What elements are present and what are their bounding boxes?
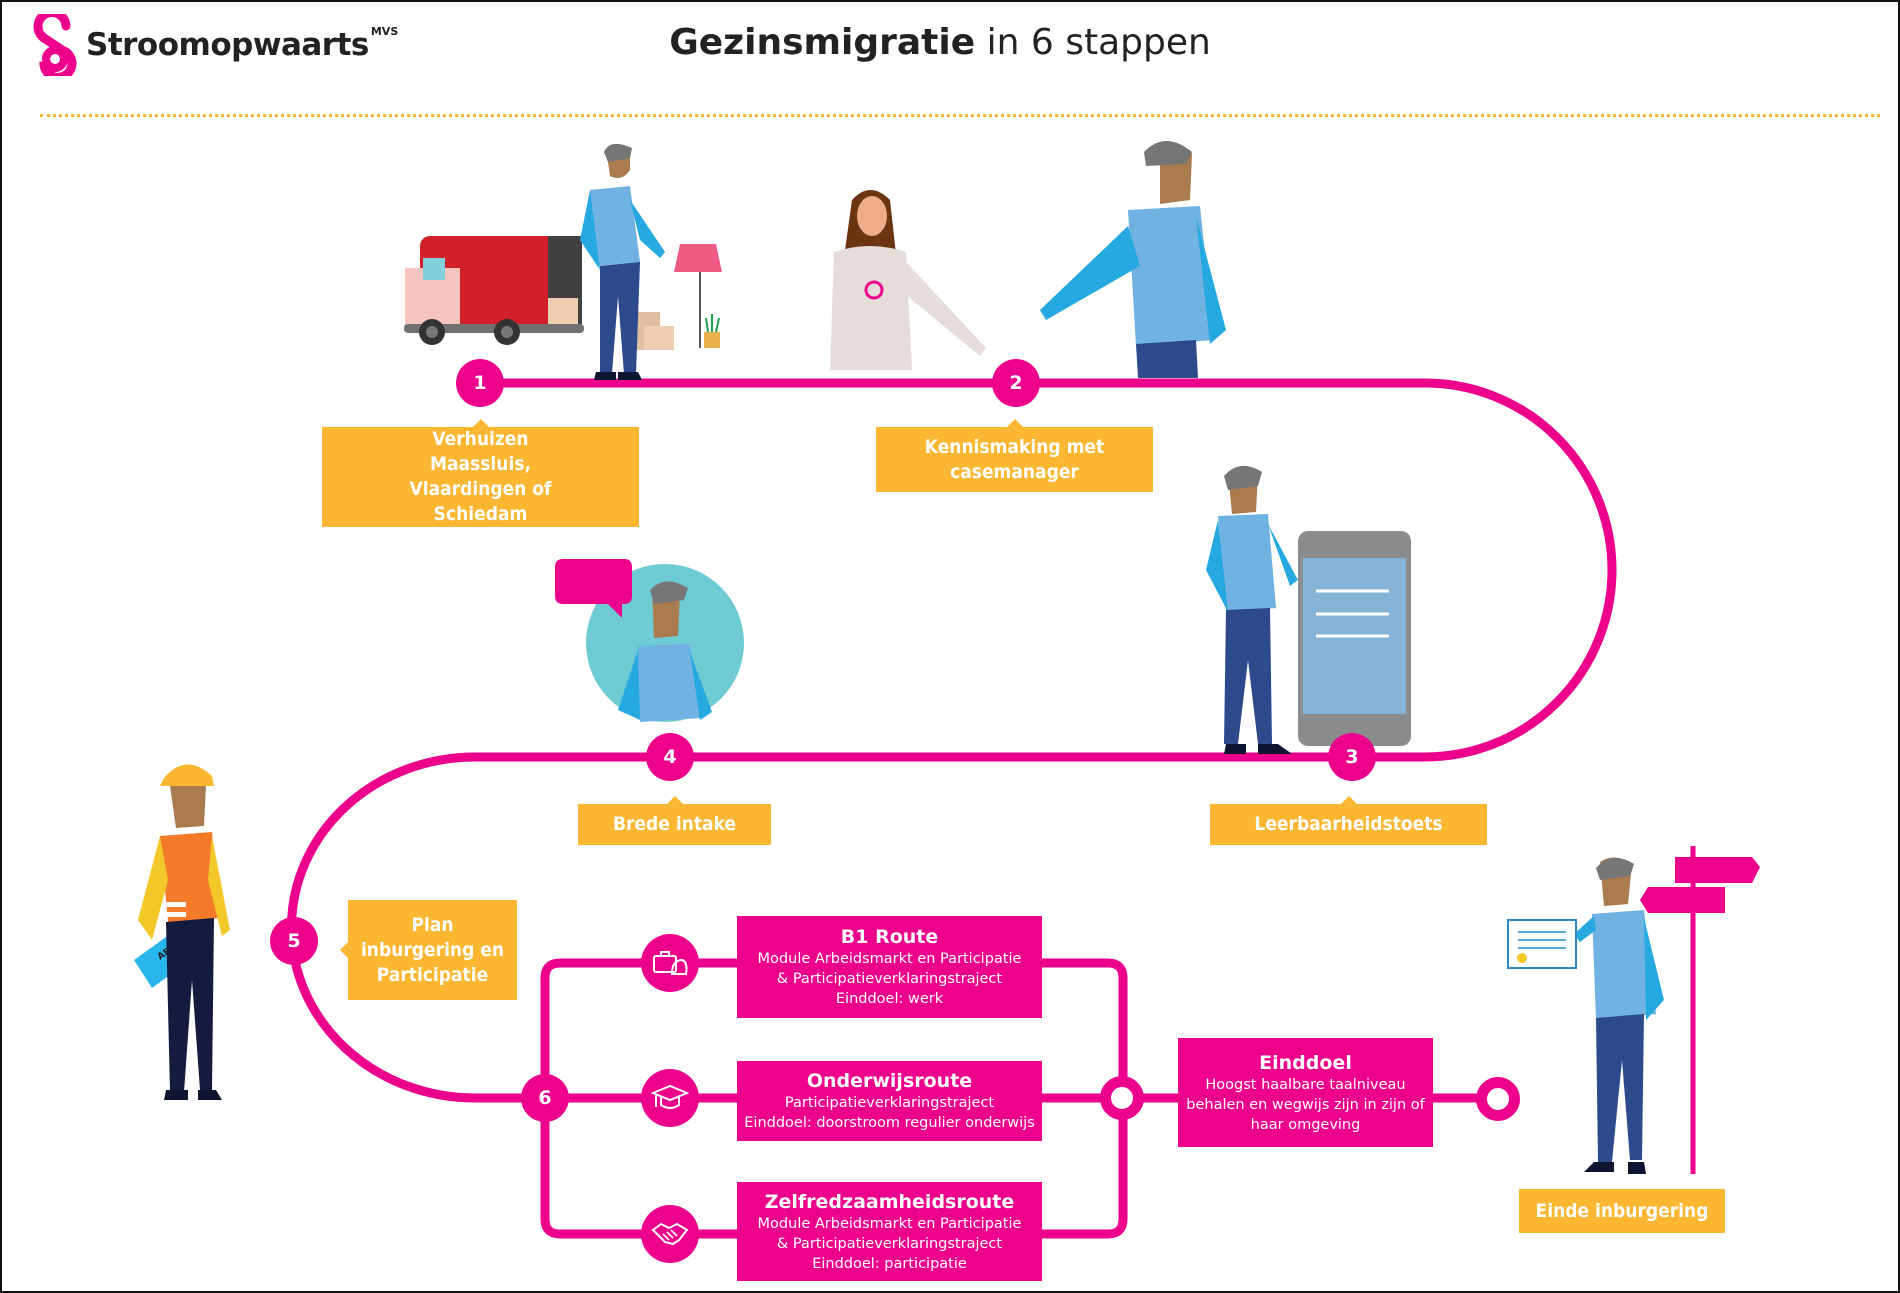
title-rest: in 6 stappen [975,22,1211,63]
junction-ring [1100,1076,1144,1120]
brand-logo: Stroomopwaarts MVS [32,14,398,76]
handshake-people-illustration [830,141,1226,378]
step-3-label: Leerbaarheidstoets [1210,796,1487,845]
step-2-marker: 2 [992,359,1040,407]
construction-worker-illustration: ABC [134,764,230,1100]
step-5-label: Plan inburgering en Participatie [340,900,517,1000]
brand-superscript: MVS [370,24,399,38]
route-goal: Einddoel: doorstroom regulier onderwijs [744,1115,1035,1131]
end-ring [1476,1077,1520,1121]
einddoel-title: Einddoel [1259,1051,1352,1074]
step-2-label: Kennismaking met casemanager [876,419,1153,492]
graduation-cap-icon [641,1069,699,1127]
stroomopwaarts-logo-icon [33,14,77,76]
route-title: Zelfredzaamheidsroute [764,1190,1015,1213]
step-6-marker: 6 [521,1074,569,1122]
step-4-label: Brede intake [578,796,771,845]
route-onderwijs: Onderwijsroute Participatieverklaringstr… [737,1061,1042,1141]
route-line: Participatieverklaringstraject [784,1095,995,1111]
route-line: & Participatieverklaringstraject [776,1235,1003,1252]
step-1-label: Verhuizen Maassluis, Vlaardingen of Schi… [322,419,639,527]
route-title: Onderwijsroute [806,1070,973,1092]
page-title: Gezinsmigratie in 6 stappen [0,22,1880,63]
route-goal: Einddoel: participatie [812,1255,967,1272]
route-line: & Participatieverklaringstraject [776,971,1003,987]
route-zelfredzaamheid: Zelfredzaamheidsroute Module Arbeidsmark… [737,1182,1042,1281]
brand-name: Stroomopwaarts [86,27,369,63]
signpost-illustration [1640,846,1760,1174]
route-line: Module Arbeidsmarkt en Participatie [757,1215,1022,1232]
step-3-marker: 3 [1328,733,1376,781]
end-label: Einde inburgering [1519,1189,1725,1233]
step-4-marker: 4 [646,733,694,781]
moving-truck-illustration [404,236,722,350]
header-divider [40,114,1880,117]
speech-bubble-man-illustration [555,559,744,722]
route-goal: Einddoel: werk [835,991,944,1007]
step-5-marker: 5 [270,917,318,965]
man-step3-illustration [1206,465,1298,754]
briefcase-helmet-icon [641,934,699,992]
einddoel-box: Einddoel Hoogst haalbare taalniveau beha… [1178,1038,1433,1147]
route-line: Module Arbeidsmarkt en Participatie [757,951,1022,967]
route-b1: B1 Route Module Arbeidsmarkt en Particip… [737,916,1042,1018]
title-bold: Gezinsmigratie [669,22,976,63]
handshake-icon [641,1205,699,1263]
smartphone-illustration [1298,531,1411,746]
einddoel-line: behalen en wegwijs zijn in zijn of [1186,1096,1425,1113]
step-1-marker: 1 [456,359,504,407]
route-title: B1 Route [840,926,939,948]
man-step1-illustration [580,143,665,380]
man-certificate-illustration [1507,857,1664,1174]
einddoel-line: Hoogst haalbare taalniveau [1205,1076,1406,1093]
einddoel-line: haar omgeving [1250,1116,1361,1133]
